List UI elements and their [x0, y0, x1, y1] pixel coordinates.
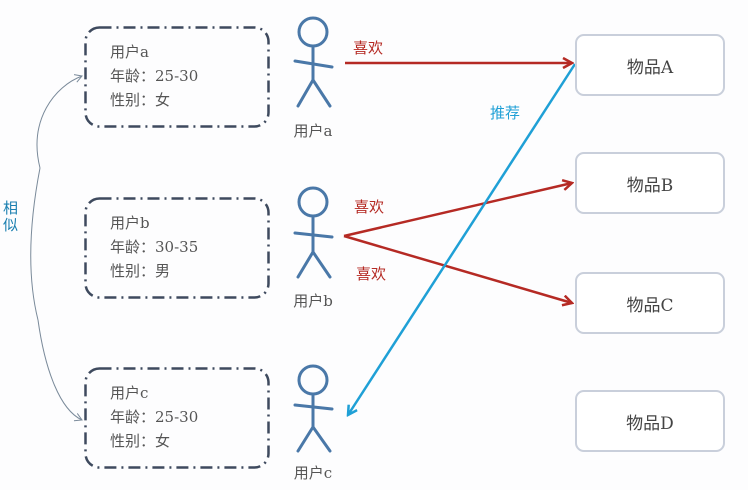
user-a-gender: 性别：女 — [110, 91, 171, 109]
user-c-name: 用户c — [110, 384, 149, 402]
item-a-box: 物品A — [575, 34, 725, 96]
item-a-label: 物品A — [626, 57, 674, 78]
user-c-age: 年龄：25-30 — [110, 408, 199, 426]
user-a-figure-icon — [293, 16, 334, 108]
recommend-arrow-A-c — [348, 63, 577, 415]
user-b-name: 用户b — [110, 214, 150, 232]
user-b-gender: 性别：男 — [110, 262, 171, 280]
like-label-b-C: 喜欢 — [356, 265, 387, 283]
user-a-age: 年龄：25-30 — [110, 67, 199, 85]
user-b-figure-icon — [293, 186, 334, 279]
like-label-b-B: 喜欢 — [354, 198, 385, 216]
item-b-box: 物品B — [575, 152, 725, 214]
item-d-label: 物品D — [626, 413, 674, 434]
user-b-label: 用户b — [293, 292, 333, 310]
user-c-label: 用户c — [293, 464, 333, 482]
item-c-box: 物品C — [575, 272, 725, 334]
user-a-label: 用户a — [293, 122, 333, 140]
user-a-info-box: 用户a 年龄：25-30 性别：女 — [84, 26, 270, 128]
like-label-a: 喜欢 — [353, 39, 384, 57]
like-arrow-b-C — [343, 234, 572, 303]
similarity-arrow — [30, 74, 83, 422]
item-c-label: 物品C — [626, 295, 674, 316]
user-a-name: 用户a — [110, 43, 149, 61]
similar-label: 相似 — [3, 199, 19, 234]
recommend-label: 推荐 — [490, 104, 521, 122]
like-arrow-b-B — [343, 183, 572, 238]
user-c-gender: 性别：女 — [110, 432, 171, 450]
user-c-figure-icon — [293, 364, 334, 453]
user-b-age: 年龄：30-35 — [110, 238, 199, 256]
item-b-label: 物品B — [626, 175, 674, 196]
user-c-info-box: 用户c 年龄：25-30 性别：女 — [84, 367, 270, 469]
user-b-info-box: 用户b 年龄：30-35 性别：男 — [84, 197, 270, 299]
item-d-box: 物品D — [575, 390, 725, 452]
